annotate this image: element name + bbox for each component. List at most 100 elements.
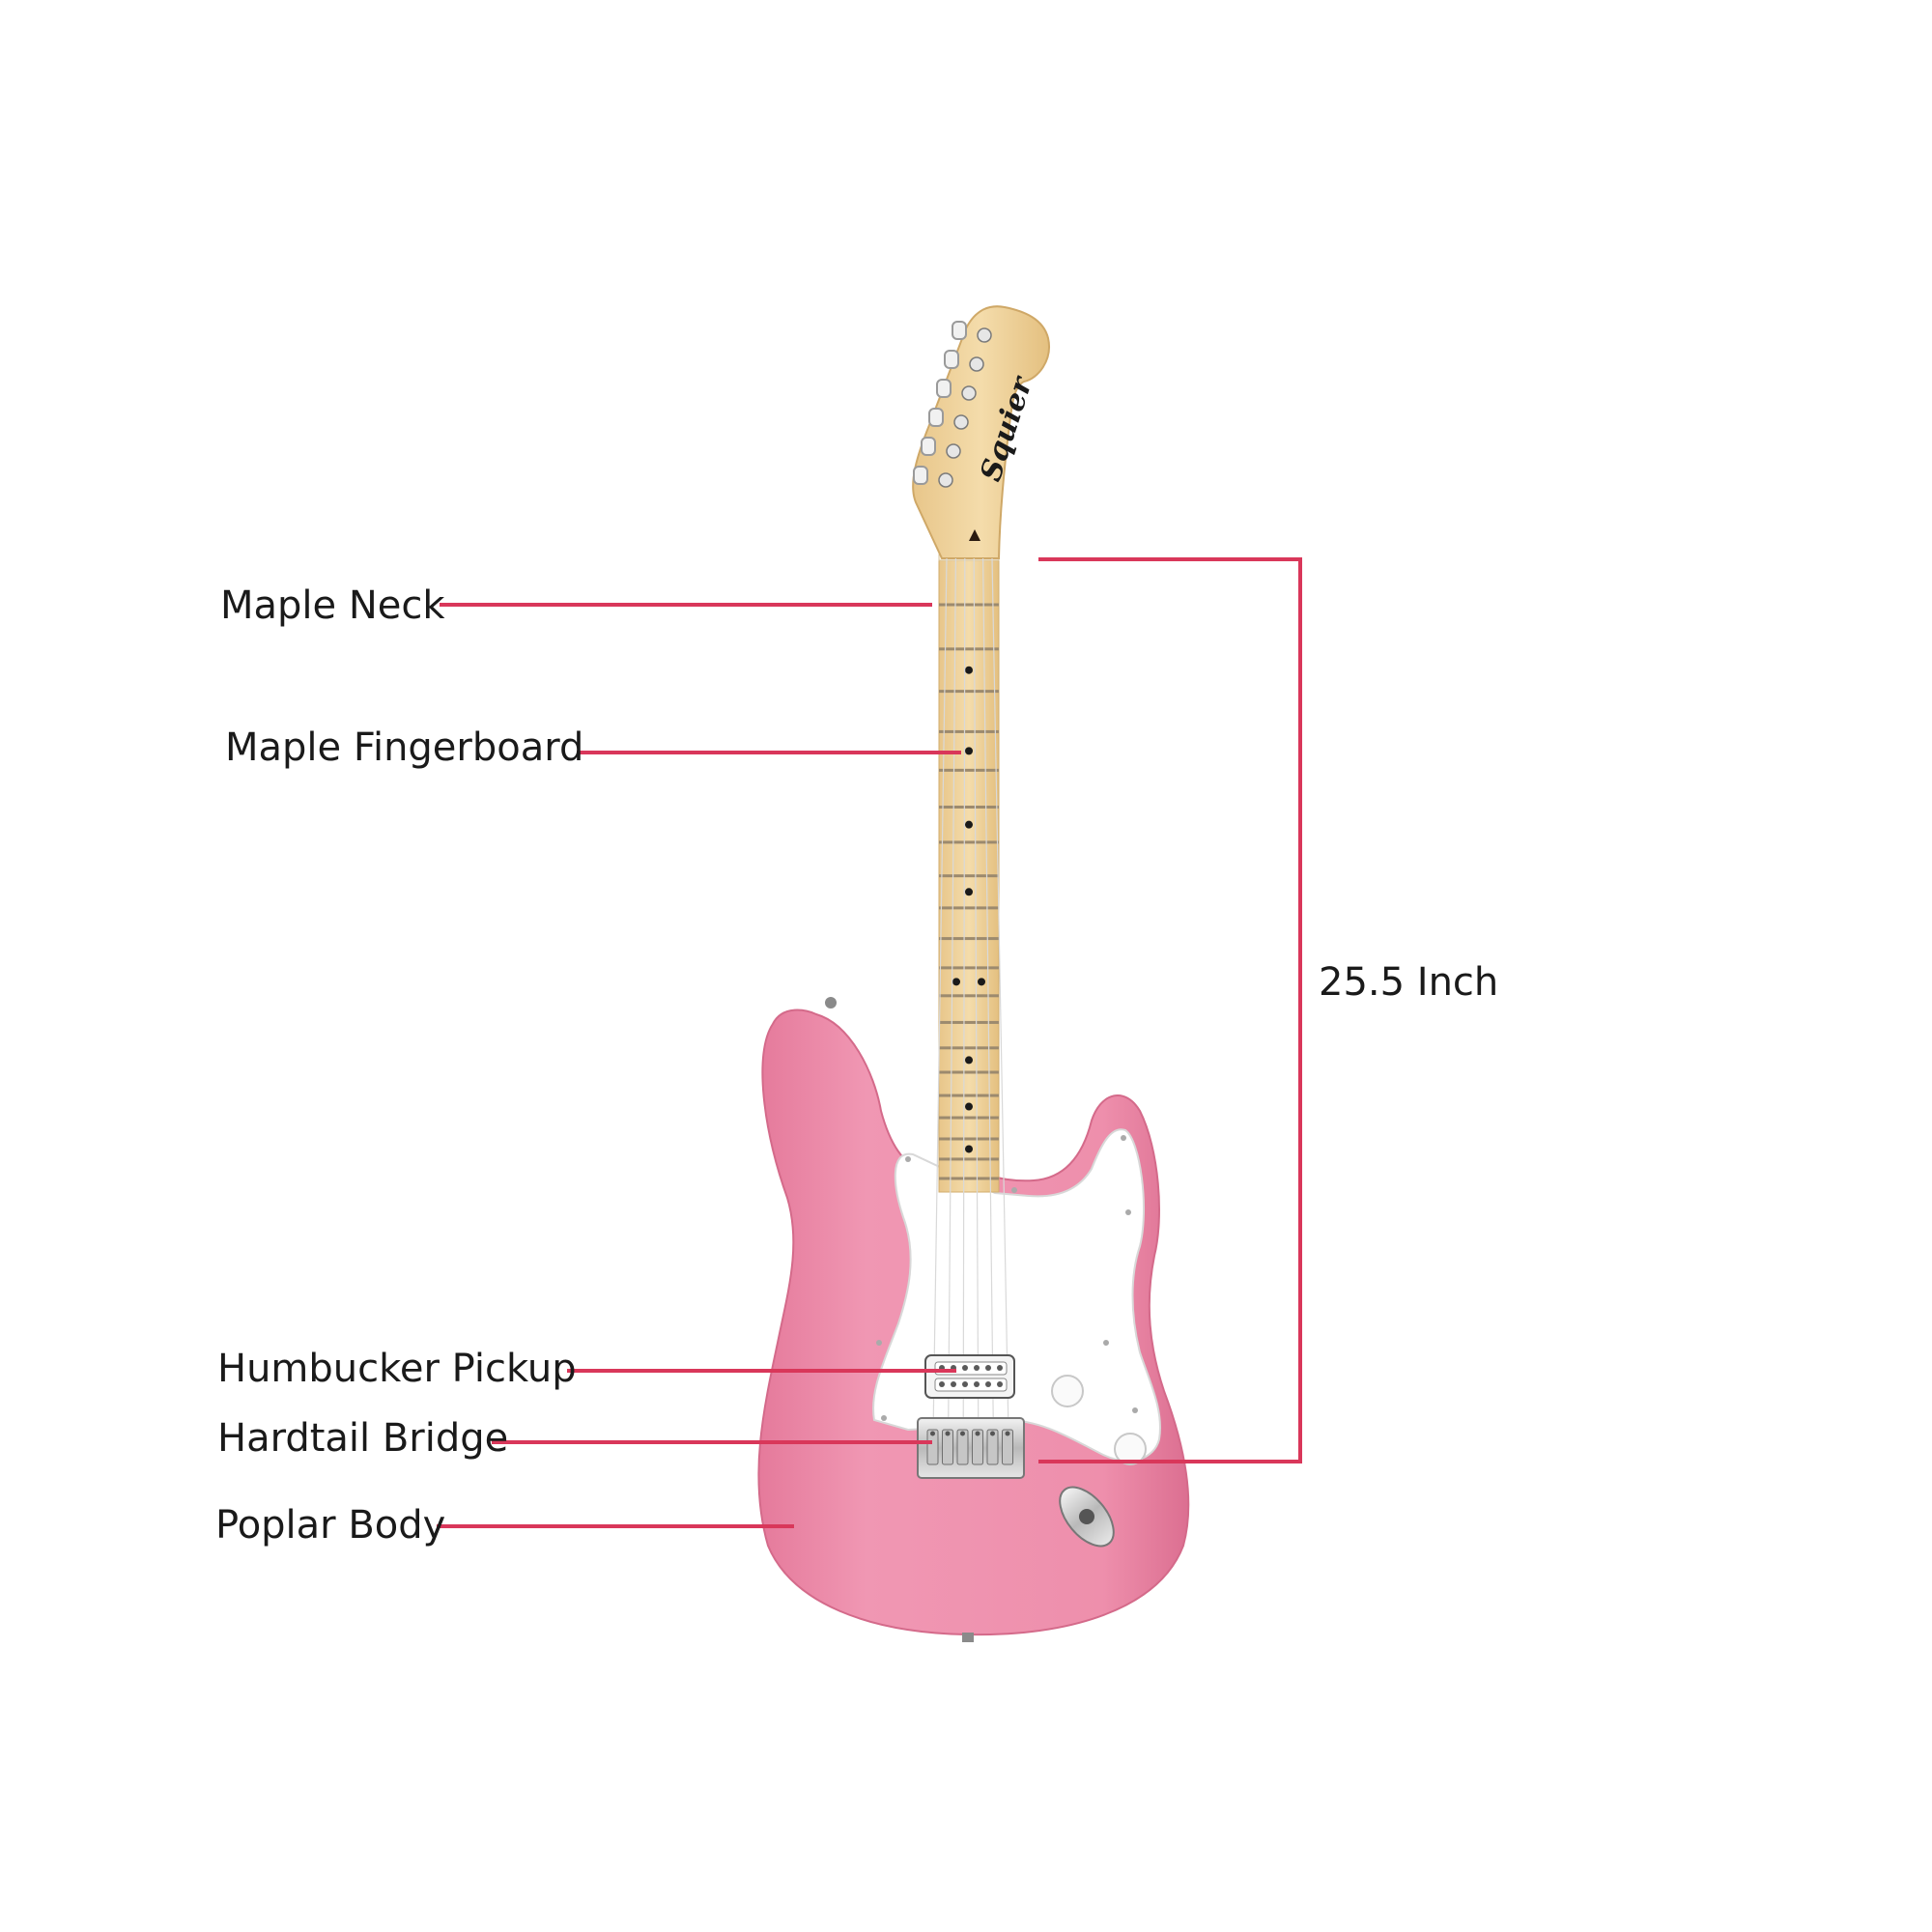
tuner-post bbox=[977, 327, 992, 343]
pickguard-shape bbox=[872, 1128, 1161, 1463]
tuner-key bbox=[936, 379, 952, 398]
fret bbox=[939, 874, 999, 878]
tuner-post bbox=[938, 472, 953, 488]
saddle-screw bbox=[945, 1431, 951, 1436]
fret bbox=[939, 840, 999, 844]
label-hardtail-bridge: Hardtail Bridge bbox=[217, 1416, 508, 1461]
label-humbucker-pickup: Humbucker Pickup bbox=[217, 1347, 577, 1391]
fret-inlay-dot bbox=[965, 1056, 973, 1065]
guitar-string bbox=[991, 557, 1009, 1435]
tuner-key bbox=[928, 408, 944, 427]
pickguard-screw bbox=[1125, 1209, 1131, 1215]
guitar-string bbox=[947, 557, 957, 1435]
bridge-saddle bbox=[942, 1429, 953, 1465]
fret bbox=[939, 805, 999, 809]
guitar-neck bbox=[938, 554, 1000, 1193]
tuner-post bbox=[953, 414, 969, 430]
guitar-strings bbox=[932, 557, 1009, 1435]
tuner-key bbox=[921, 437, 936, 456]
fret bbox=[939, 906, 999, 910]
label-maple-fingerboard: Maple Fingerboard bbox=[225, 725, 583, 770]
saddle-screw bbox=[990, 1431, 995, 1436]
bridge-saddles bbox=[926, 1429, 1013, 1465]
fret-inlays bbox=[952, 666, 985, 1153]
bridge-saddle bbox=[986, 1429, 999, 1465]
label-poplar-body: Poplar Body bbox=[215, 1503, 445, 1548]
fret bbox=[939, 768, 999, 772]
guitar-string bbox=[932, 557, 948, 1435]
control-knobs bbox=[1051, 1375, 1147, 1465]
fret bbox=[939, 1157, 999, 1161]
pickguard-screw bbox=[881, 1415, 887, 1421]
strap-button-top bbox=[825, 997, 837, 1009]
pickguard-screw bbox=[905, 1156, 911, 1162]
bridge-saddle bbox=[956, 1429, 969, 1465]
fret-inlay-dot bbox=[965, 820, 973, 829]
label-scale-length: 25.5 Inch bbox=[1319, 960, 1498, 1005]
pole-piece bbox=[939, 1381, 945, 1387]
callouts: Maple Neck Maple Fingerboard Humbucker P… bbox=[215, 557, 1498, 1548]
fret bbox=[939, 1070, 999, 1074]
pole-piece bbox=[951, 1381, 956, 1387]
headstock-shape bbox=[912, 305, 1050, 559]
bridge-saddle bbox=[1002, 1429, 1013, 1465]
volume-knob bbox=[1051, 1375, 1084, 1407]
output-jack bbox=[1059, 1486, 1115, 1548]
pickguard-screw bbox=[876, 1340, 882, 1346]
fret-inlay-dot bbox=[965, 1145, 973, 1153]
saddle-screw bbox=[1005, 1431, 1010, 1436]
tone-knob bbox=[1114, 1433, 1147, 1465]
pole-piece bbox=[974, 1365, 980, 1371]
guitar-string bbox=[982, 557, 994, 1435]
jack-socket bbox=[1079, 1509, 1094, 1524]
tuner-key bbox=[952, 321, 967, 340]
fret bbox=[939, 1046, 999, 1050]
pickguard-screw bbox=[1121, 1135, 1126, 1141]
frets bbox=[939, 603, 999, 1180]
pole-piece bbox=[962, 1365, 968, 1371]
bridge-saddle bbox=[972, 1429, 983, 1465]
fret bbox=[939, 647, 999, 651]
label-maple-neck: Maple Neck bbox=[220, 583, 445, 628]
hardtail-bridge bbox=[917, 1417, 1025, 1479]
truss-rod bbox=[969, 529, 980, 541]
humbucker-coil-top bbox=[934, 1361, 1008, 1376]
fret bbox=[939, 994, 999, 998]
fret bbox=[939, 1094, 999, 1097]
tuner-post bbox=[946, 443, 961, 459]
tuner-post bbox=[969, 356, 984, 372]
fret-inlay-dot bbox=[965, 888, 973, 896]
fret bbox=[939, 1116, 999, 1120]
pickguard-screw bbox=[1011, 1187, 1017, 1193]
fret bbox=[939, 1020, 999, 1024]
tuner-key bbox=[944, 350, 959, 369]
fret bbox=[939, 729, 999, 733]
pole-piece bbox=[997, 1365, 1003, 1371]
pole-piece bbox=[985, 1381, 991, 1387]
tuner-key bbox=[913, 466, 928, 485]
saddle-screw bbox=[975, 1431, 980, 1436]
pickguard-screw bbox=[1103, 1340, 1109, 1346]
fret-inlay-dot bbox=[965, 666, 973, 674]
fret bbox=[939, 603, 999, 607]
pole-piece bbox=[997, 1381, 1003, 1387]
tuner-post bbox=[961, 385, 977, 401]
fret bbox=[939, 937, 999, 941]
bridge-saddle bbox=[926, 1429, 939, 1465]
tuning-pegs bbox=[913, 321, 992, 488]
pole-piece bbox=[985, 1365, 991, 1371]
fret-inlay-dot bbox=[965, 747, 973, 755]
humbucker bbox=[924, 1354, 1015, 1399]
humbucker-coil-bottom bbox=[934, 1378, 1008, 1392]
fret-inlay-dot bbox=[978, 978, 985, 986]
pole-piece bbox=[974, 1381, 980, 1387]
scale-length-bracket bbox=[1038, 557, 1302, 1463]
pickguard bbox=[872, 1128, 1161, 1463]
strap-button-bottom bbox=[962, 1633, 974, 1642]
headstock: Squier bbox=[912, 305, 1050, 559]
guitar-string bbox=[973, 557, 980, 1435]
saddle-screw bbox=[960, 1431, 965, 1436]
fret bbox=[939, 966, 999, 970]
pole-piece bbox=[962, 1381, 968, 1387]
